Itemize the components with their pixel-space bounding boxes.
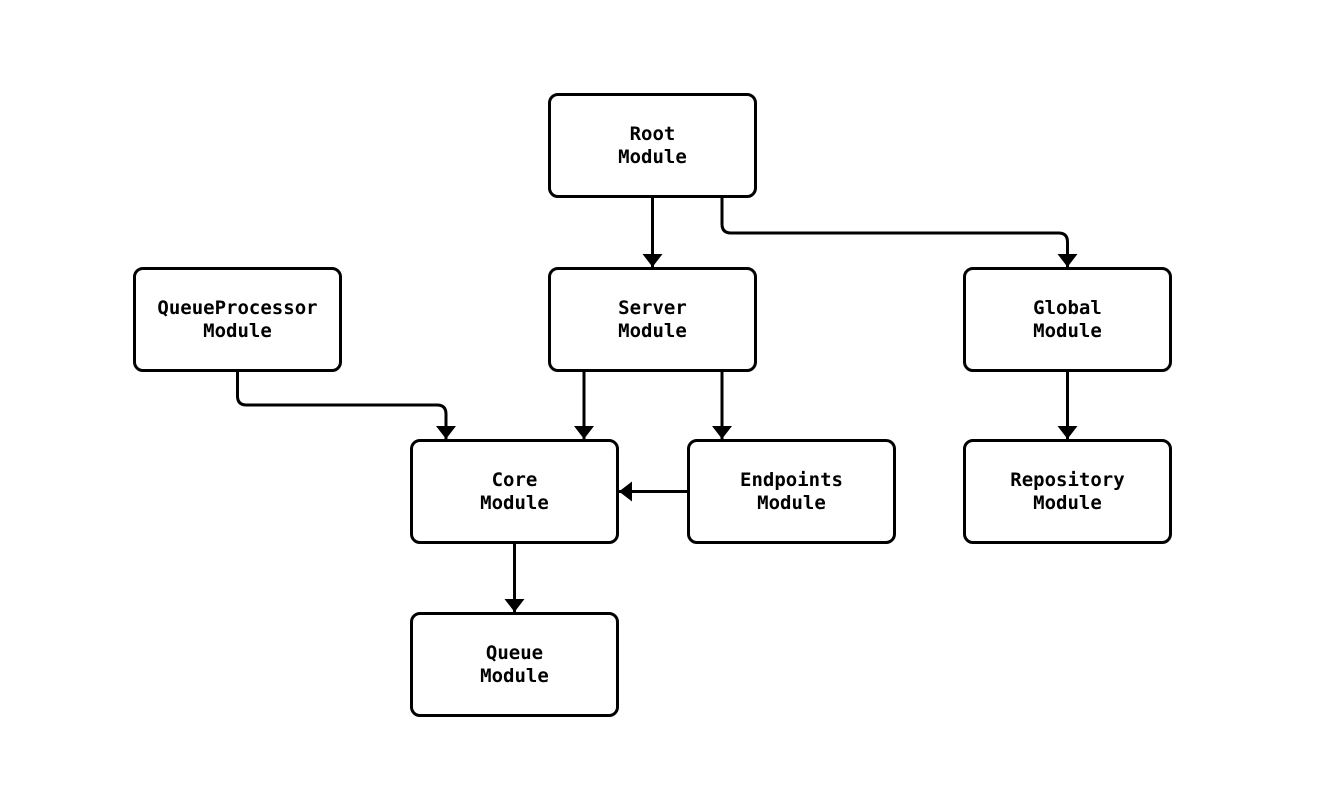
node-global-module-label: Global Module [1033, 296, 1102, 342]
node-server-module-label: Server Module [618, 296, 687, 342]
node-endpoints-module: Endpoints Module [687, 439, 896, 544]
node-queueprocessor-module-label: QueueProcessor Module [157, 296, 318, 342]
node-core-module-label: Core Module [480, 468, 549, 514]
node-queueprocessor-module: QueueProcessor Module [133, 267, 342, 372]
node-repository-module: Repository Module [963, 439, 1172, 544]
node-queue-module: Queue Module [410, 612, 619, 717]
node-queue-module-label: Queue Module [480, 641, 549, 687]
edge-queueprocessor-to-core [236, 372, 456, 439]
node-global-module: Global Module [963, 267, 1172, 372]
node-core-module: Core Module [410, 439, 619, 544]
node-root-module-label: Root Module [618, 122, 687, 168]
node-server-module: Server Module [548, 267, 757, 372]
node-root-module: Root Module [548, 93, 757, 198]
node-endpoints-module-label: Endpoints Module [740, 468, 843, 514]
node-repository-module-label: Repository Module [1010, 468, 1125, 514]
edge-root-to-global [720, 198, 1078, 267]
